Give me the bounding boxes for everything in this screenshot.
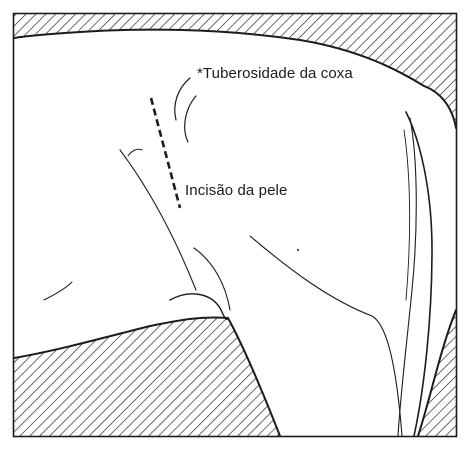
wrinkle-left	[43, 281, 73, 301]
dot-mark	[297, 249, 299, 251]
stifle-line	[193, 247, 231, 311]
hatched-background	[14, 14, 456, 436]
figure-frame	[12, 12, 458, 438]
belly-contour	[13, 316, 229, 359]
flank-fold	[169, 293, 229, 320]
flank-crease	[119, 149, 197, 291]
incision-label: Incisão da pele	[185, 182, 288, 199]
coxa-curve-right	[184, 95, 197, 143]
leg-front-contour	[227, 317, 281, 437]
tail-outer	[405, 111, 433, 437]
hatch-top-right	[14, 14, 456, 128]
thigh-muscle-line	[249, 235, 403, 437]
back-contour	[13, 28, 457, 129]
hatch-lower-left	[14, 317, 280, 436]
leg-back-contour	[417, 309, 457, 437]
tail-inner	[397, 117, 417, 437]
wrinkle-mid	[127, 148, 143, 157]
horse-outline	[13, 28, 457, 437]
tuberosity-label: *Tuberosidade da coxa	[197, 65, 353, 82]
tail-strand	[403, 129, 411, 301]
incision-line	[149, 97, 182, 209]
coxa-curve-left	[174, 77, 191, 121]
